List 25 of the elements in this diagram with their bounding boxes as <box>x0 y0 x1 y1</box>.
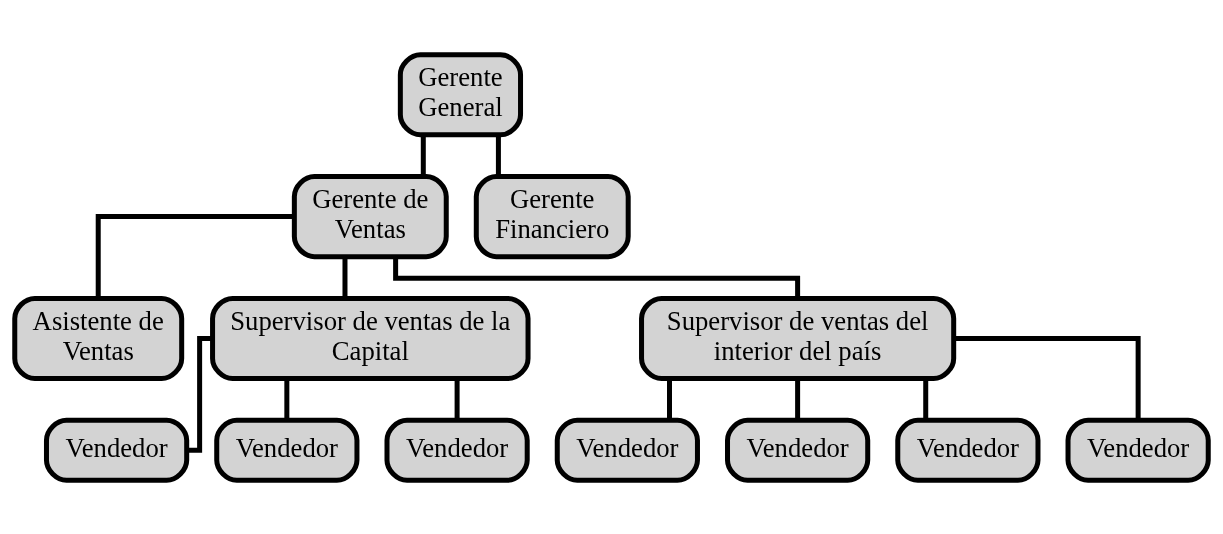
node-box: Gerente Financiero <box>473 173 631 259</box>
node-box: Vendedor <box>384 417 530 483</box>
node-box: Vendedor <box>1065 417 1211 483</box>
connector <box>393 256 801 298</box>
node-box: Vendedor <box>895 417 1041 483</box>
node-box: Gerente General <box>397 51 524 137</box>
connector <box>187 335 213 453</box>
connector <box>342 256 348 298</box>
node-box: Vendedor <box>725 417 871 483</box>
node-box: Asistente de Ventas <box>12 295 185 381</box>
node-box: Vendedor <box>214 417 360 483</box>
node-box: Supervisor de ventas de la Capital <box>210 295 531 381</box>
connector <box>923 378 929 420</box>
node-box: Vendedor <box>554 417 700 483</box>
node-box: Gerente de Ventas <box>291 173 449 259</box>
connector <box>420 134 426 176</box>
connector <box>795 378 801 420</box>
connector <box>284 378 290 420</box>
connector <box>953 335 1141 420</box>
connector <box>667 378 672 420</box>
node-box: Vendedor <box>43 417 190 483</box>
connector <box>495 134 501 176</box>
connector <box>95 213 294 298</box>
connector <box>454 378 460 420</box>
node-box: Supervisor de ventas del interior del país <box>639 295 957 381</box>
